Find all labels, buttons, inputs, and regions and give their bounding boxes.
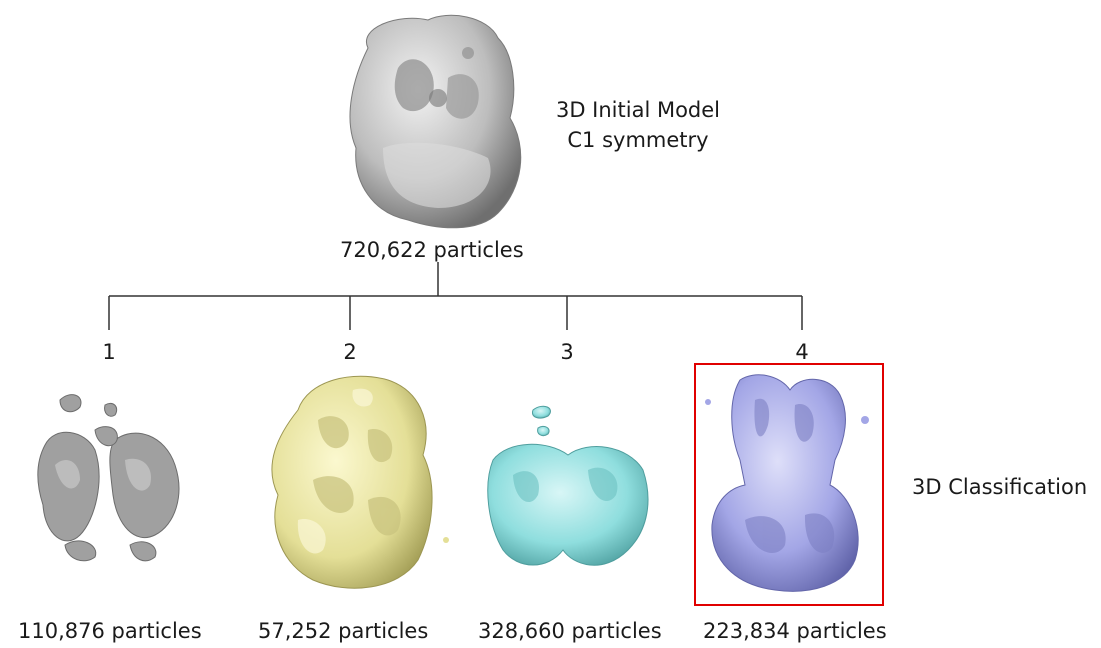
- class-1-particles: 110,876 particles: [18, 619, 202, 643]
- class-4-highlight-box: [694, 363, 884, 606]
- class-number-1: 1: [102, 340, 116, 364]
- class-number-3: 3: [560, 340, 574, 364]
- initial-model-title-line1: 3D Initial Model: [555, 98, 721, 122]
- class-4-density: [700, 370, 880, 600]
- initial-model-density: [338, 8, 538, 238]
- initial-model-title-line2: C1 symmetry: [567, 128, 709, 152]
- class-number-2: 2: [343, 340, 357, 364]
- initial-model-title: 3D Initial Model C1 symmetry: [548, 98, 728, 152]
- class-2-density: [258, 370, 458, 600]
- classification-label: 3D Classification: [912, 475, 1088, 499]
- class-2-particles: 57,252 particles: [258, 619, 429, 643]
- class-3-density: [478, 390, 658, 590]
- class-1-density: [25, 385, 195, 570]
- class-4-particles: 223,834 particles: [703, 619, 887, 643]
- initial-model-particles: 720,622 particles: [340, 238, 524, 262]
- class-number-4: 4: [795, 340, 809, 364]
- class-3-particles: 328,660 particles: [478, 619, 662, 643]
